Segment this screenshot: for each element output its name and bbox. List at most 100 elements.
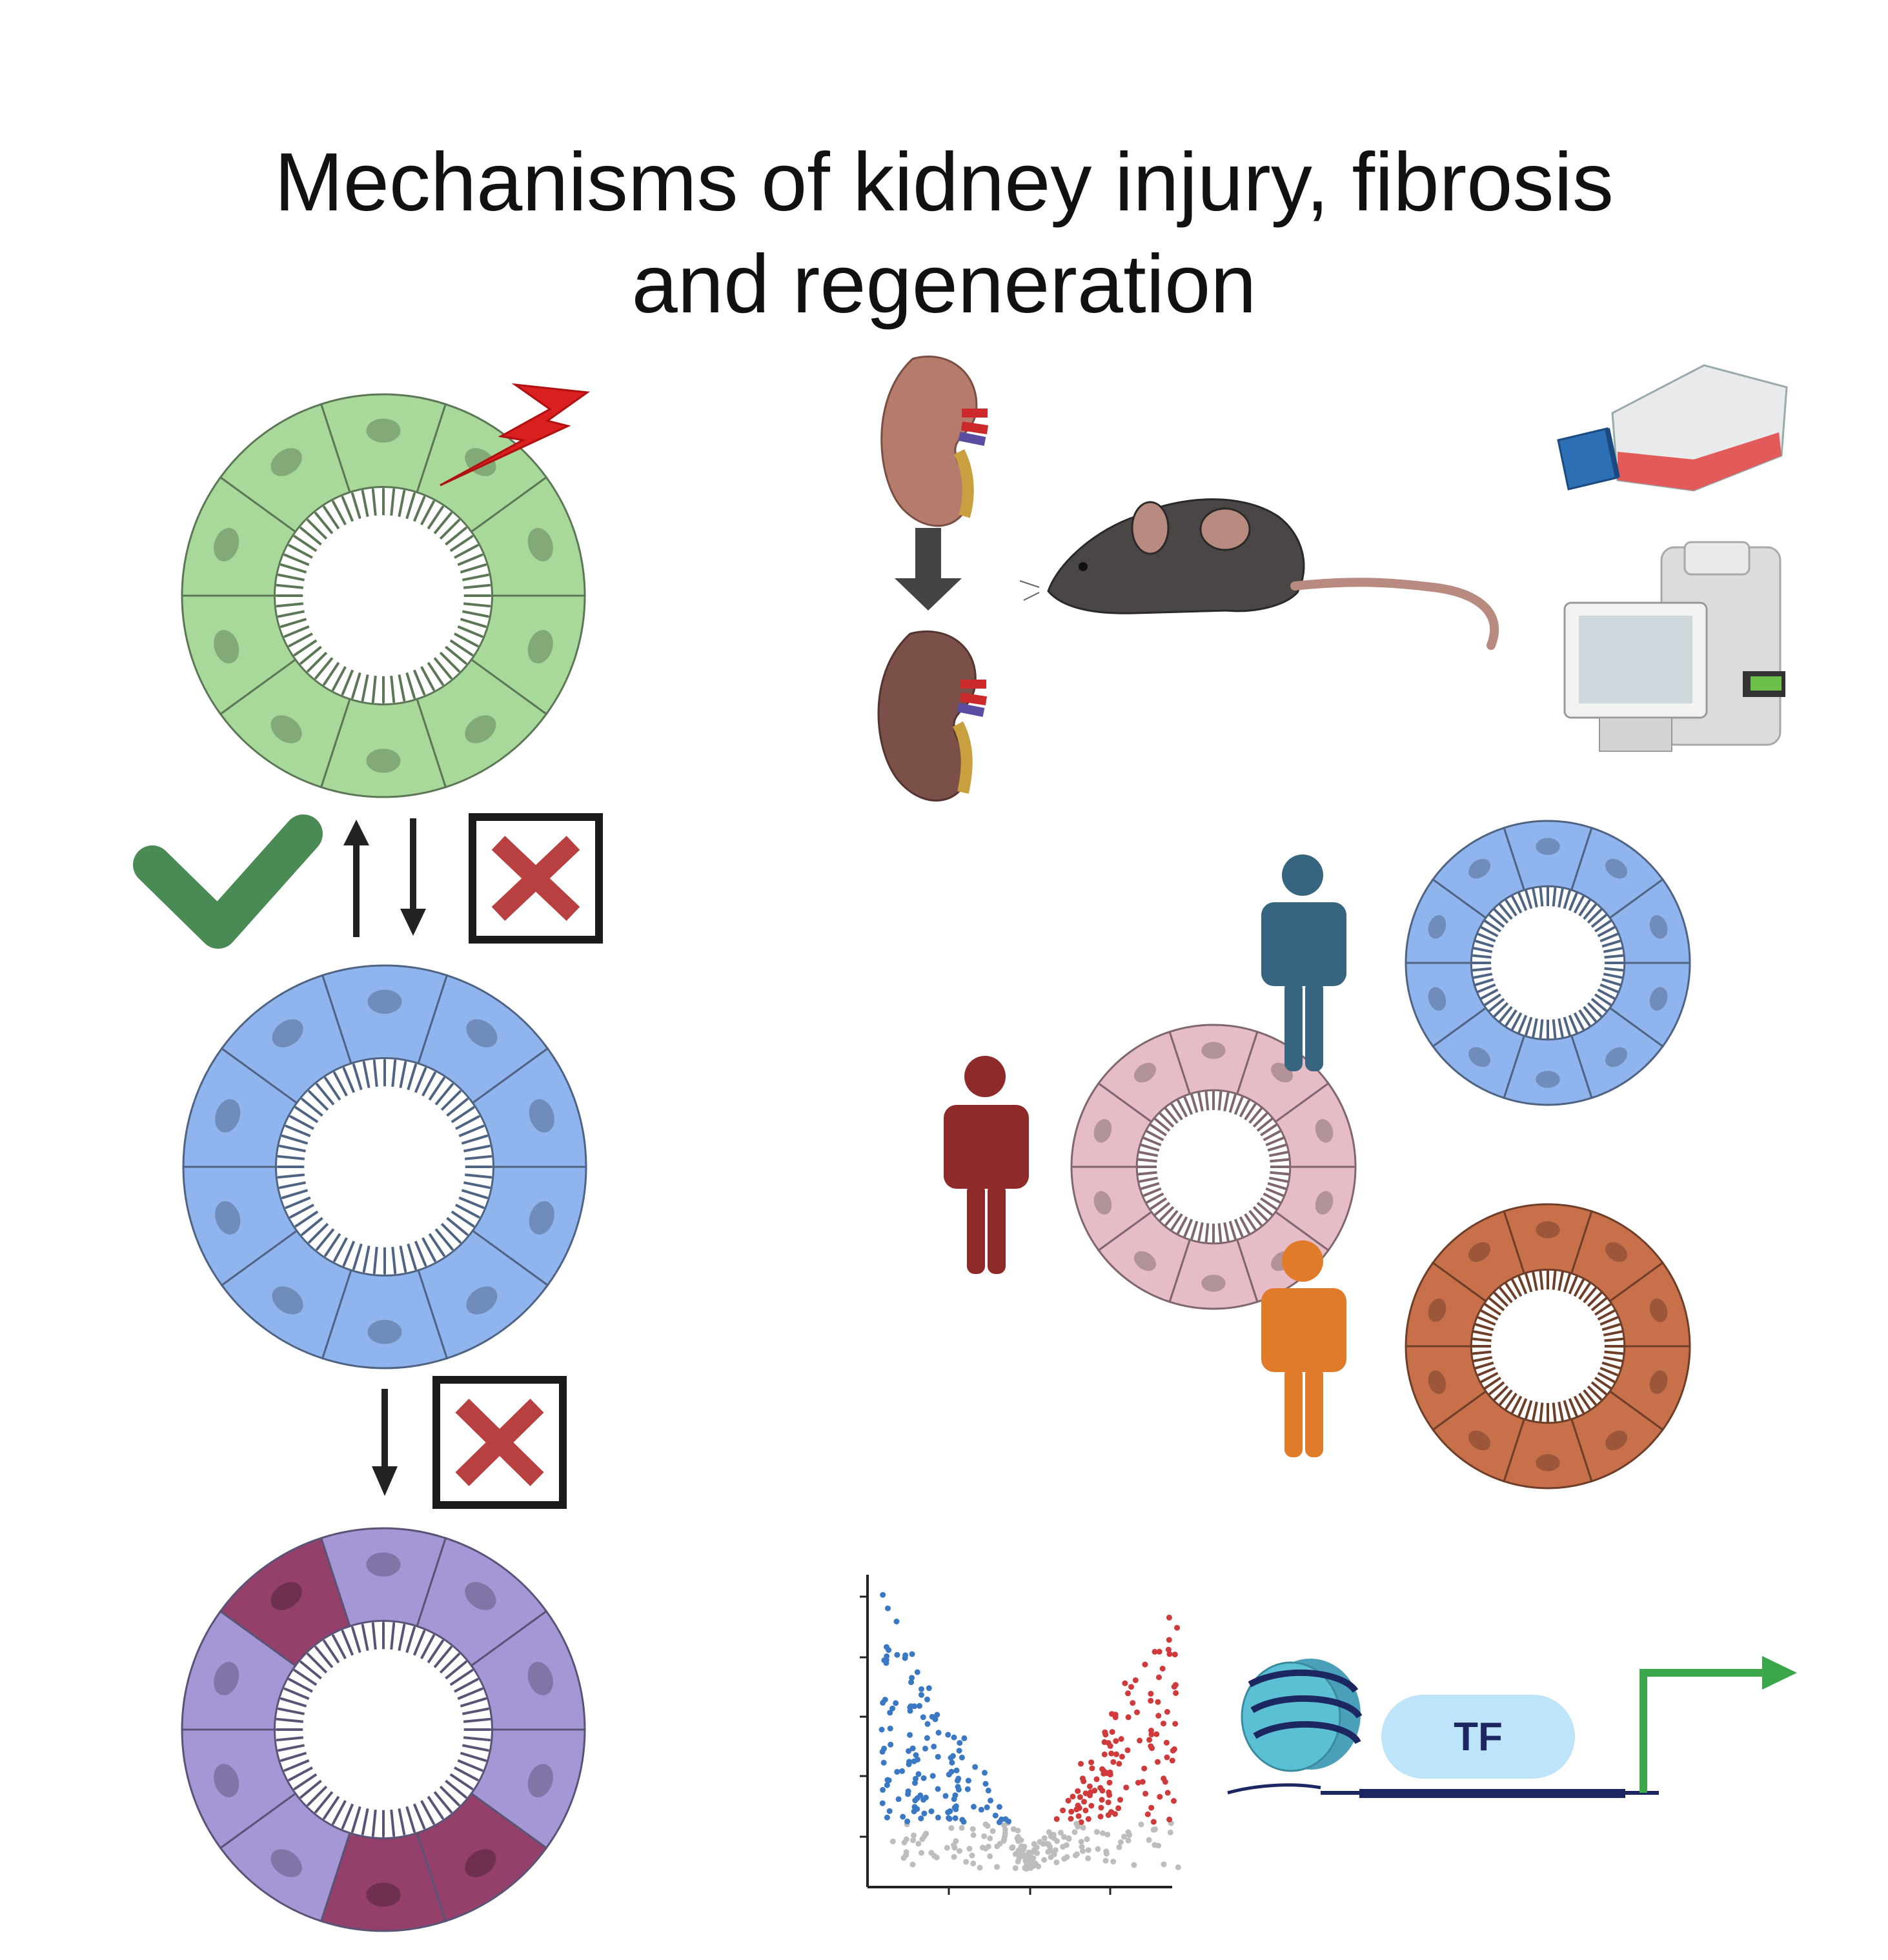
microvillus [449, 1669, 474, 1686]
microvillus [1587, 1002, 1603, 1018]
volcano-point [1123, 1784, 1130, 1791]
volcano-point [1139, 1779, 1146, 1785]
volcano-point [1155, 1759, 1161, 1765]
volcano-point [1161, 1861, 1167, 1868]
volcano-point [914, 1795, 920, 1801]
nucleosome-icon [1227, 1659, 1363, 1795]
cell-nucleus [527, 1764, 553, 1797]
volcano-point [1164, 1790, 1171, 1796]
volcano-point [879, 1748, 886, 1755]
microvillus [1484, 993, 1502, 1006]
epithelial-cell [320, 1527, 447, 1628]
volcano-point [1107, 1769, 1113, 1775]
microvillus [307, 1785, 328, 1806]
microvillus [1594, 993, 1612, 1006]
epithelial-cell [1609, 962, 1691, 1048]
microvillus [279, 1697, 308, 1708]
volcano-point [1051, 1835, 1057, 1841]
microvillus [323, 1639, 340, 1664]
microvillus [1183, 1096, 1193, 1116]
volcano-point [1169, 1757, 1175, 1764]
cell-nucleus [1133, 1251, 1156, 1271]
cross-box-icon [469, 813, 603, 944]
title-line-1: Mechanisms of kidney injury, fibrosis [274, 136, 1614, 228]
cell-nucleus [1468, 1430, 1490, 1451]
microvillus [1142, 1137, 1162, 1147]
microvillus [1268, 1171, 1290, 1176]
microvillus [332, 665, 347, 691]
microvillus [453, 544, 479, 560]
kidney-icon [880, 355, 989, 527]
volcano-point [933, 1854, 940, 1861]
volcano-point [920, 1714, 926, 1721]
microvillus [1239, 1099, 1250, 1118]
microvillus [450, 1210, 475, 1228]
volcano-point [1028, 1862, 1034, 1868]
volcano-point [903, 1836, 909, 1843]
microvillus [1518, 1397, 1528, 1417]
volcano-point [1072, 1852, 1079, 1859]
microvillus [1137, 1171, 1159, 1176]
epithelial-cell [1503, 1035, 1593, 1106]
microvillus [1477, 1316, 1497, 1326]
microvillus [1480, 926, 1499, 938]
cell-nucleus [1649, 987, 1668, 1011]
volcano-point [1166, 1614, 1172, 1621]
volcano-point [1105, 1799, 1111, 1806]
volcano-point [1046, 1829, 1052, 1835]
volcano-point [908, 1679, 915, 1686]
microvillus [1256, 1201, 1273, 1216]
microvillus [1493, 1385, 1509, 1401]
epithelial-cell [471, 1047, 587, 1168]
microvillus [1480, 1309, 1499, 1321]
volcano-point [924, 1721, 931, 1727]
microvillus [332, 1799, 347, 1825]
microvillus [361, 673, 369, 702]
microvillus [390, 1808, 396, 1837]
volcano-point [1085, 1855, 1091, 1861]
volcano-point [1061, 1855, 1068, 1862]
person-icon [944, 1056, 1029, 1274]
microvillus [362, 1061, 370, 1089]
microvillus [352, 1242, 363, 1271]
volcano-point [883, 1657, 889, 1663]
microvillus [361, 1624, 369, 1652]
cell-culture-flask-icon [1557, 364, 1788, 492]
cell-nucleus [1201, 1275, 1226, 1292]
cell-nucleus [270, 448, 302, 476]
microvillus [323, 1795, 340, 1820]
cell-nucleus [366, 1883, 401, 1907]
microvillus [445, 1098, 469, 1117]
microvillus [439, 519, 460, 540]
microvillus [1558, 1400, 1564, 1422]
microvillus [1539, 887, 1544, 908]
microvillus [390, 674, 396, 703]
volcano-point [1099, 1830, 1106, 1836]
microvillus [371, 674, 377, 703]
microvillus [299, 1779, 323, 1799]
volcano-point [1112, 1811, 1118, 1817]
microvillus [342, 1240, 356, 1267]
microvillus [1472, 947, 1494, 953]
microvillus [459, 618, 487, 628]
microvillus [1150, 1124, 1168, 1137]
epithelial-cell [470, 1728, 586, 1850]
human-tubule-orange-icon [1405, 1203, 1691, 1490]
microvillus [1601, 940, 1621, 948]
microvillus [1601, 978, 1621, 986]
microvillus [1266, 1182, 1287, 1190]
microvillus [1252, 1112, 1268, 1128]
microvillus [453, 1766, 479, 1781]
volcano-point [1125, 1837, 1132, 1844]
microvillus [407, 1242, 417, 1271]
cell-nucleus [366, 1552, 401, 1577]
cell-nucleus [1605, 1047, 1628, 1067]
volcano-point [1117, 1839, 1124, 1845]
microvillus [1252, 1206, 1268, 1222]
microvillus [1140, 1144, 1161, 1152]
volcano-point [1078, 1839, 1084, 1845]
epithelial-cell [1503, 1418, 1593, 1490]
volcano-point [1006, 1818, 1011, 1824]
volcano-point [1080, 1824, 1086, 1831]
tubule-lumen [1157, 1110, 1270, 1224]
